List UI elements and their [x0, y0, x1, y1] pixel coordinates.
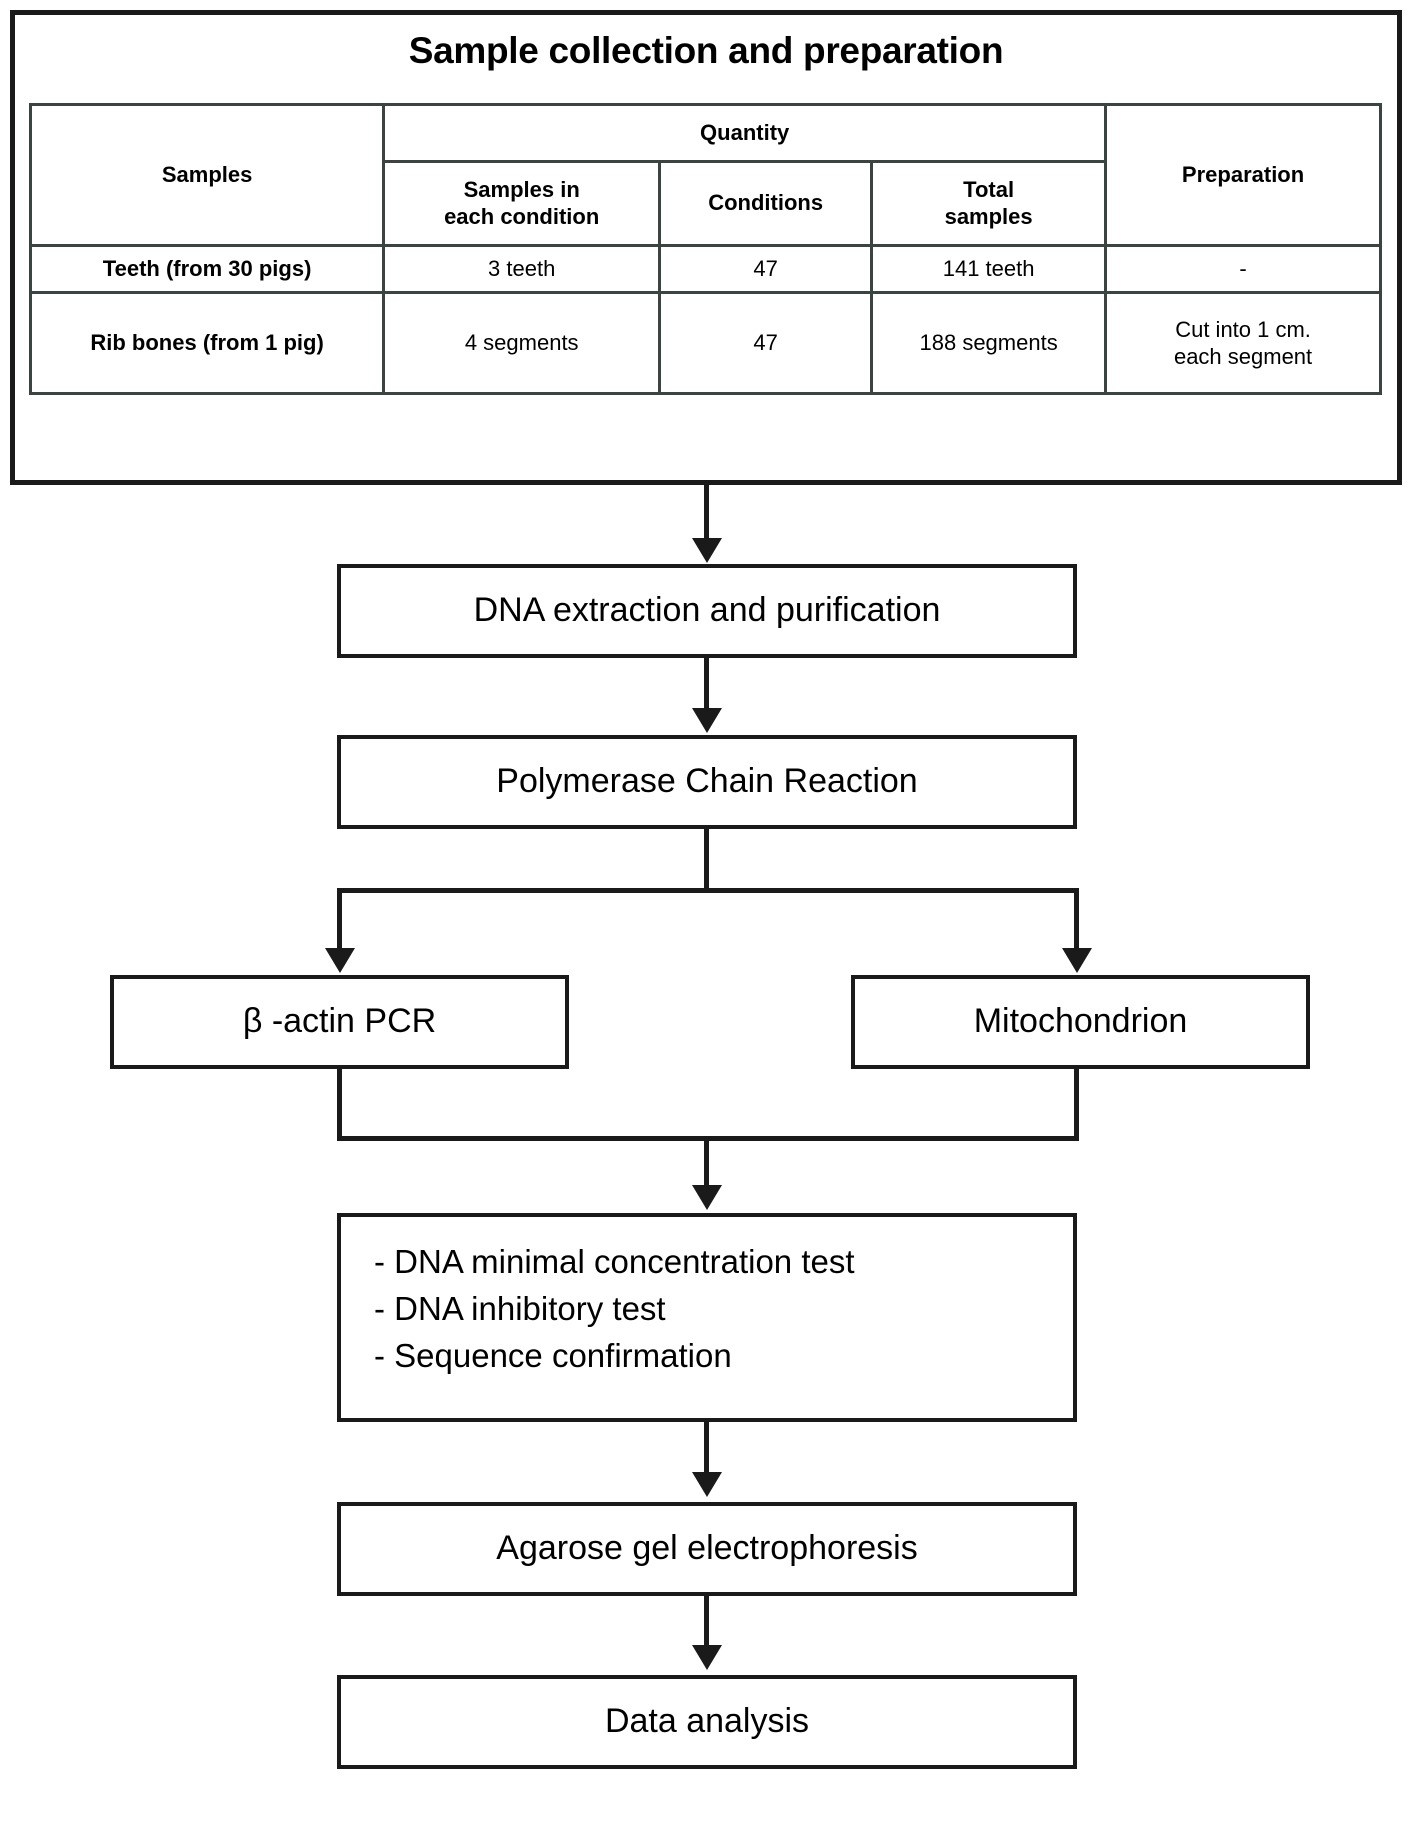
connector-split-right-down [1074, 888, 1079, 950]
box-data-analysis-label: Data analysis [604, 1702, 810, 1741]
box-mitochondrion-label: Mitochondrion [973, 1002, 1188, 1041]
box-pcr-label: Polymerase Chain Reaction [496, 762, 918, 801]
box-beta-actin-pcr-label: β -actin PCR [242, 1002, 437, 1041]
box-beta-actin-pcr: β -actin PCR [110, 975, 569, 1069]
header-line-2: each condition [444, 203, 600, 229]
box-dna-extraction: DNA extraction and purification [337, 564, 1077, 658]
arrowhead-dna-to-pcr [692, 708, 722, 733]
connector-mitochondrion-down [1074, 1069, 1079, 1141]
table-header-samples-each-condition: Samples in each condition [382, 160, 662, 247]
list-item: - Sequence confirmation [374, 1336, 732, 1374]
arrowhead-panel-to-dna [692, 538, 722, 563]
arrowhead-to-beta-actin [325, 948, 355, 973]
box-pcr: Polymerase Chain Reaction [337, 735, 1077, 829]
box-agarose-gel-electrophoresis: Agarose gel electrophoresis [337, 1502, 1077, 1596]
arrowhead-merge-to-tests [692, 1185, 722, 1210]
row-label-rib-bones: Rib bones (from 1 pig) [28, 291, 386, 395]
connector-dna-to-pcr [704, 658, 709, 711]
table-row: Rib bones (from 1 pig) 4 segments 47 188… [28, 291, 1382, 395]
table-header-samples: Samples [28, 103, 386, 247]
cell-teeth-preparation: - [1104, 244, 1382, 294]
connector-split-left-down [337, 888, 342, 950]
row-label-teeth: Teeth (from 30 pigs) [28, 244, 386, 294]
cell-teeth-total-samples: 141 teeth [870, 244, 1108, 294]
table-header-quantity: Quantity [382, 103, 1108, 163]
table-header-row-2: Samples in each condition Conditions Tot… [31, 160, 1381, 247]
cell-teeth-samples-each-condition: 3 teeth [382, 244, 662, 294]
table-header-conditions: Conditions [658, 160, 874, 247]
arrowhead-agarose-to-data-analysis [692, 1645, 722, 1670]
cell-rib-total-samples: 188 segments [870, 291, 1108, 395]
cell-line-1: Cut into 1 cm. [1175, 316, 1311, 342]
arrowhead-tests-to-agarose [692, 1472, 722, 1497]
header-line-1: Samples in [463, 177, 580, 203]
cell-rib-samples-each-condition: 4 segments [382, 291, 662, 395]
connector-pcr-down [704, 829, 709, 892]
connector-tests-to-agarose [704, 1422, 709, 1474]
arrowhead-to-mitochondrion [1062, 948, 1092, 973]
cell-rib-preparation: Cut into 1 cm. each segment [1104, 291, 1382, 395]
header-line-2: samples [944, 203, 1033, 229]
header-line-1: Total [963, 177, 1015, 203]
table-header-preparation: Preparation [1104, 103, 1382, 247]
list-item: - DNA minimal concentration test [374, 1243, 855, 1280]
sample-collection-panel: Sample collection and preparation Sample… [10, 10, 1402, 485]
box-dna-extraction-label: DNA extraction and purification [473, 591, 941, 630]
box-tests: - DNA minimal concentration test - DNA i… [337, 1213, 1077, 1422]
cell-rib-conditions: 47 [658, 291, 874, 395]
connector-split-horizontal [337, 888, 1079, 893]
table-row: Teeth (from 30 pigs) 3 teeth 47 141 teet… [28, 244, 1382, 294]
connector-panel-to-dna [704, 485, 709, 540]
table-header-total-samples: Total samples [870, 160, 1108, 247]
box-agarose-label: Agarose gel electrophoresis [496, 1529, 918, 1568]
box-data-analysis: Data analysis [337, 1675, 1077, 1769]
box-mitochondrion: Mitochondrion [851, 975, 1310, 1069]
connector-beta-actin-down [337, 1069, 342, 1141]
sample-table: Samples Quantity Preparation Samples in … [28, 103, 1382, 395]
cell-line-2: each segment [1173, 344, 1313, 369]
table-header-row-1: Samples Quantity Preparation [28, 103, 1382, 247]
page-title: Sample collection and preparation [408, 30, 1004, 71]
cell-teeth-conditions: 47 [658, 244, 874, 294]
connector-merge-down [704, 1136, 709, 1188]
connector-agarose-to-data-analysis [704, 1596, 709, 1648]
list-item: - DNA inhibitory test [374, 1289, 666, 1327]
